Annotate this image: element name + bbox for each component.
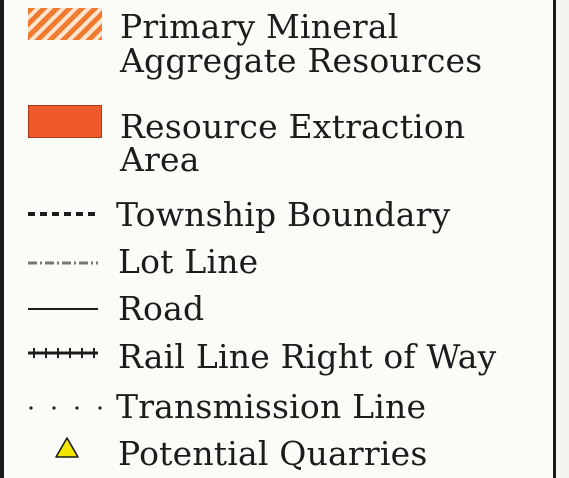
extraction-area-label-line1: Resource Extraction [120, 107, 466, 146]
township-boundary-symbol [28, 212, 98, 216]
transmission-line-label: Transmission Line [116, 387, 427, 426]
lot-line-symbol [28, 261, 98, 265]
potential-quarries-triangle-icon [55, 437, 79, 458]
transmission-line-symbol [29, 406, 102, 410]
primary-mineral-label-line2: Aggregate Resources [120, 41, 483, 80]
road-symbol [28, 308, 98, 310]
legend-border-right [553, 0, 556, 478]
extraction-area-label-line2: Area [120, 140, 200, 179]
rail-line-symbol [28, 348, 98, 358]
legend-border-left [0, 0, 4, 478]
primary-mineral-label-line1: Primary Mineral [120, 7, 399, 46]
map-margin [556, 0, 569, 478]
rail-line-label: Rail Line Right of Way [118, 337, 497, 376]
lot-line-label: Lot Line [118, 242, 259, 281]
extraction-area-swatch [28, 105, 102, 138]
road-label: Road [118, 289, 205, 328]
primary-mineral-swatch [28, 8, 102, 40]
township-boundary-label: Township Boundary [116, 195, 451, 234]
potential-quarries-label: Potential Quarries [118, 434, 428, 473]
